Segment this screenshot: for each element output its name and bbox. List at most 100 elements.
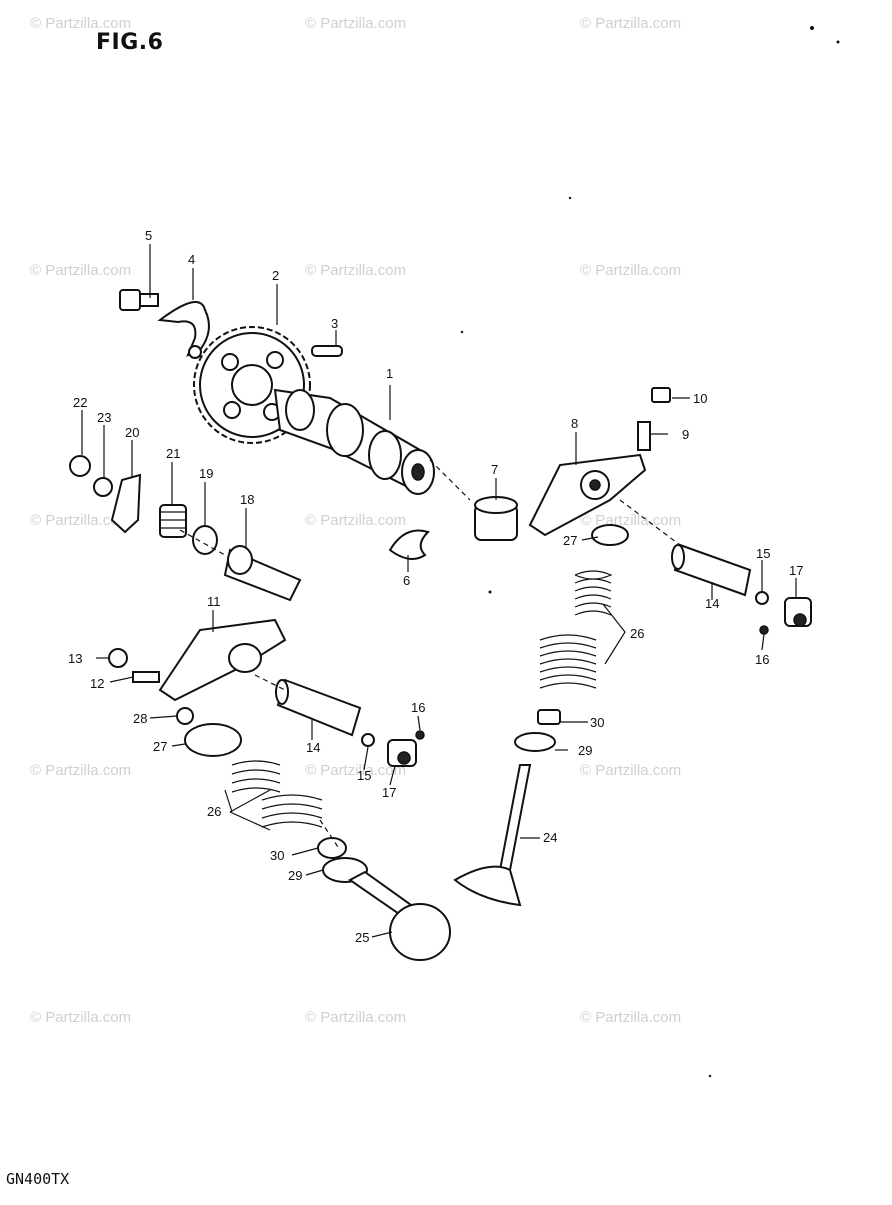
part-adjusting-nut [651,387,671,403]
watermark: © Partzilla.com [305,512,406,529]
watermark: © Partzilla.com [305,1009,406,1026]
assembly-line [319,819,341,851]
callout-label: 16 [411,700,425,715]
callout-label: 27 [153,739,167,754]
figure-label: FIG.6 [96,30,164,55]
callout-label: 25 [355,930,369,945]
part-adjusting-nut [108,648,128,668]
callout-label: 15 [756,546,770,561]
callout-label: 29 [288,868,302,883]
part-o-ring [361,733,375,747]
part-spring-retainer [184,723,242,757]
callout-label: 28 [133,711,147,726]
watermark: © Partzilla.com [30,512,131,529]
callout-label: 13 [68,651,82,666]
part-rocker-arm-lower [158,618,287,702]
callout-label: 29 [578,743,592,758]
watermark: © Partzilla.com [305,15,406,32]
callout-label: 17 [789,563,803,578]
watermark: © Partzilla.com [30,1009,131,1026]
part-adjusting-screw [637,421,651,451]
callout-label: 1 [386,366,393,381]
part-valve-spring-lower [231,760,323,828]
scan-specks [460,26,840,1078]
callout-label: 16 [755,652,769,667]
callout-label: 20 [125,425,139,440]
watermark: © Partzilla.com [305,762,406,779]
callout-label: 9 [682,427,689,442]
callout-label: 4 [188,252,195,267]
assembly-line [619,499,681,546]
part-rocker-shaft [671,543,752,597]
part-tensioner-shaft [223,545,302,602]
part-rocker-shaft [275,678,362,737]
watermark: © Partzilla.com [580,512,681,529]
watermark-layer: © Partzilla.com © Partzilla.com © Partzi… [30,15,681,1026]
part-retainer-plate [157,301,210,359]
part-o-ring [755,591,769,605]
callout-label: 22 [73,395,87,410]
callout-label: 11 [207,594,221,609]
watermark: © Partzilla.com [30,262,131,279]
watermark: © Partzilla.com [580,1009,681,1026]
part-bolt [119,289,159,311]
callout-label: 18 [240,492,254,507]
part-cotter [176,707,194,725]
callout-label: 7 [491,462,498,477]
part-spring-seat [514,732,556,752]
assembly-line [429,459,471,501]
part-shaft-plug [784,597,812,627]
part-valve-seal [537,709,561,725]
part-valve-spring-upper [539,570,613,689]
part-spring-retainer [591,524,629,546]
callout-label: 12 [90,676,104,691]
watermark: © Partzilla.com [580,15,681,32]
callout-label: 5 [145,228,152,243]
part-spacer [192,525,218,555]
part-adjusting-screw [132,671,160,683]
part-dowel [759,625,769,635]
part-c-clip [388,529,430,560]
callout-label: 24 [543,830,557,845]
assembly-line [254,674,286,691]
part-pin [311,345,343,357]
callout-label: 8 [571,416,578,431]
part-valve-seal [317,837,347,859]
callout-label: 21 [166,446,180,461]
part-dowel [415,730,425,740]
part-valve-intake [348,870,451,961]
callout-label: 26 [630,626,644,641]
leader-lines [81,244,797,938]
callout-label: 30 [270,848,284,863]
watermark: © Partzilla.com [580,262,681,279]
part-bearing [159,504,187,538]
callout-label: 14 [705,596,719,611]
callouts: 1 2 3 4 5 6 7 8 9 10 11 12 13 14 14 15 1… [68,228,803,945]
callout-label: 27 [563,533,577,548]
callout-label: 26 [207,804,221,819]
callout-label: 17 [382,785,396,800]
callout-label: 2 [272,268,279,283]
part-nut [69,455,91,477]
callout-label: 23 [97,410,111,425]
part-shaft-plug [387,739,417,767]
part-cap [474,496,518,541]
watermark: © Partzilla.com [30,15,131,32]
part-rocker-arm-upper [528,453,647,537]
part-tensioner-plate [110,473,142,534]
callout-label: 19 [199,466,213,481]
model-code: GN400TX [6,1170,70,1188]
callout-label: 3 [331,316,338,331]
part-washer [93,477,113,497]
callout-label: 15 [357,768,371,783]
watermark: © Partzilla.com [305,262,406,279]
part-valve-exhaust [453,764,532,907]
callout-label: 30 [590,715,604,730]
callout-label: 14 [306,740,320,755]
part-camshaft [273,388,435,495]
watermark: © Partzilla.com [580,762,681,779]
callout-label: 10 [693,391,707,406]
callout-label: 6 [403,573,410,588]
